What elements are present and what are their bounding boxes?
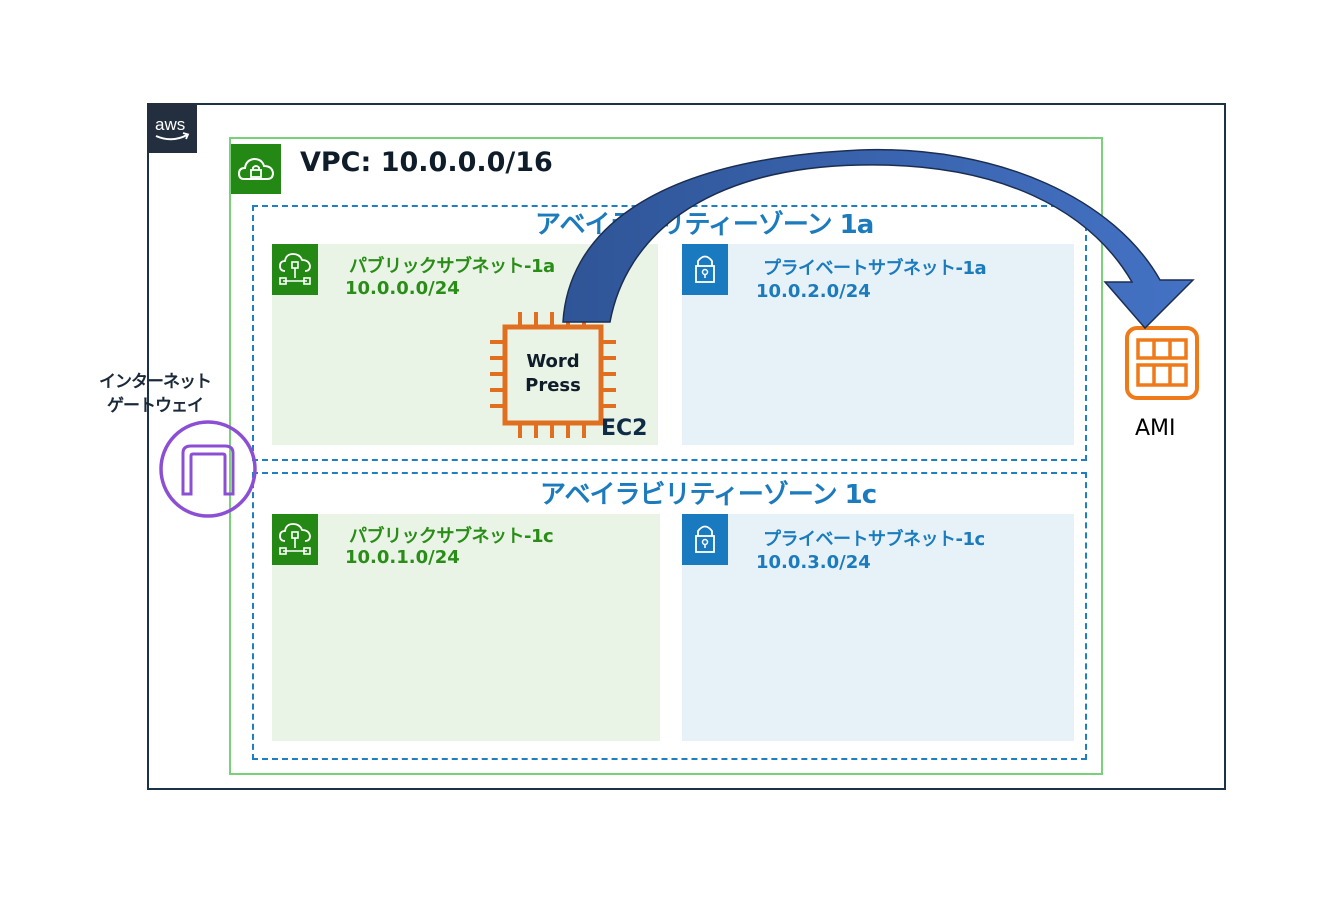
ec2-app-line1: Word [526, 351, 580, 372]
private-subnet-lock-icon [682, 244, 728, 295]
private-subnet-1c-cidr: 10.0.3.0/24 [756, 552, 871, 573]
internet-gateway-icon [157, 418, 259, 520]
ami-label: AMI [1135, 416, 1176, 441]
availability-zone-1a-title: アベイラビリティーゾーン 1a [535, 210, 874, 240]
public-subnet-1c-name: パブリックサブネット-1c [349, 526, 554, 547]
public-subnet-1a-name: パブリックサブネット-1a [349, 256, 555, 277]
public-subnet-1c-cidr: 10.0.1.0/24 [345, 547, 460, 568]
ec2-instance-icon [488, 310, 618, 440]
aws-logo-text: aws [155, 115, 185, 134]
vpc-cloud-lock-icon [231, 144, 281, 194]
ec2-app-name: Word Press [505, 350, 601, 398]
availability-zone-1c-title: アベイラビリティーゾーン 1c [540, 480, 877, 510]
vpc-title: VPC: 10.0.0.0/16 [300, 147, 553, 178]
private-subnet-1c [682, 514, 1074, 741]
private-subnet-lock-icon [682, 514, 728, 565]
vpc-group [229, 137, 1103, 775]
private-subnet-1a-cidr: 10.0.2.0/24 [756, 281, 871, 302]
private-subnet-1a-name: プライベートサブネット-1a [763, 258, 987, 279]
aws-cloud-group [147, 103, 1226, 790]
internet-gateway-label: インターネット ゲートウェイ [80, 370, 230, 418]
ami-icon [1124, 325, 1200, 401]
public-subnet-icon [272, 244, 318, 295]
ec2-app-line2: Press [525, 375, 581, 396]
internet-gateway-label-line1: インターネット [99, 372, 212, 392]
ec2-label: EC2 [601, 416, 648, 441]
internet-gateway-label-line2: ゲートウェイ [107, 396, 204, 416]
aws-logo-icon: aws [147, 103, 197, 153]
public-subnet-1c [272, 514, 660, 741]
private-subnet-1c-name: プライベートサブネット-1c [763, 529, 985, 550]
public-subnet-1a-cidr: 10.0.0.0/24 [345, 278, 460, 299]
availability-zone-1c [252, 472, 1087, 760]
public-subnet-icon [272, 514, 318, 565]
